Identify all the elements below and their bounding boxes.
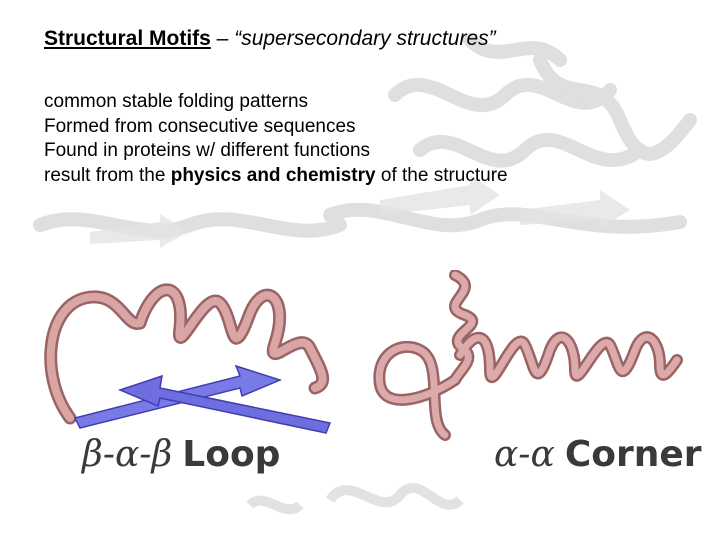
bullet-line: Formed from consecutive sequences — [44, 115, 356, 137]
motif-greek: β-α-β — [82, 434, 173, 475]
bullet-line: common stable folding patterns — [44, 91, 309, 112]
bullet-text: of the structure — [375, 164, 508, 186]
title-bold: Structural Motifs — [44, 27, 211, 50]
motif-greek: α-α — [494, 434, 555, 475]
motif-label-beta-alpha-beta: β-α-β Loop — [82, 432, 280, 477]
bullet-line: result from the physics and chemistry of… — [44, 164, 508, 189]
slide-title: Structural Motifs – “supersecondary stru… — [44, 24, 496, 54]
motif-word: Corner — [564, 434, 702, 475]
motif-label-alpha-alpha: α-α Corner — [494, 432, 702, 477]
alpha-alpha-corner-illustration — [373, 270, 683, 441]
bullet-text: result from the — [44, 164, 171, 186]
bullet-line: Found in proteins w/ different functions — [44, 140, 371, 161]
title-italic: “supersecondary structures” — [234, 27, 496, 50]
bullet-list: common stable folding patterns Formed fr… — [44, 90, 508, 188]
bullet-bold: physics and chemistry — [170, 164, 376, 186]
title-dash: – — [210, 27, 235, 50]
motif-word: Loop — [182, 434, 281, 475]
beta-alpha-beta-illustration — [44, 283, 332, 434]
